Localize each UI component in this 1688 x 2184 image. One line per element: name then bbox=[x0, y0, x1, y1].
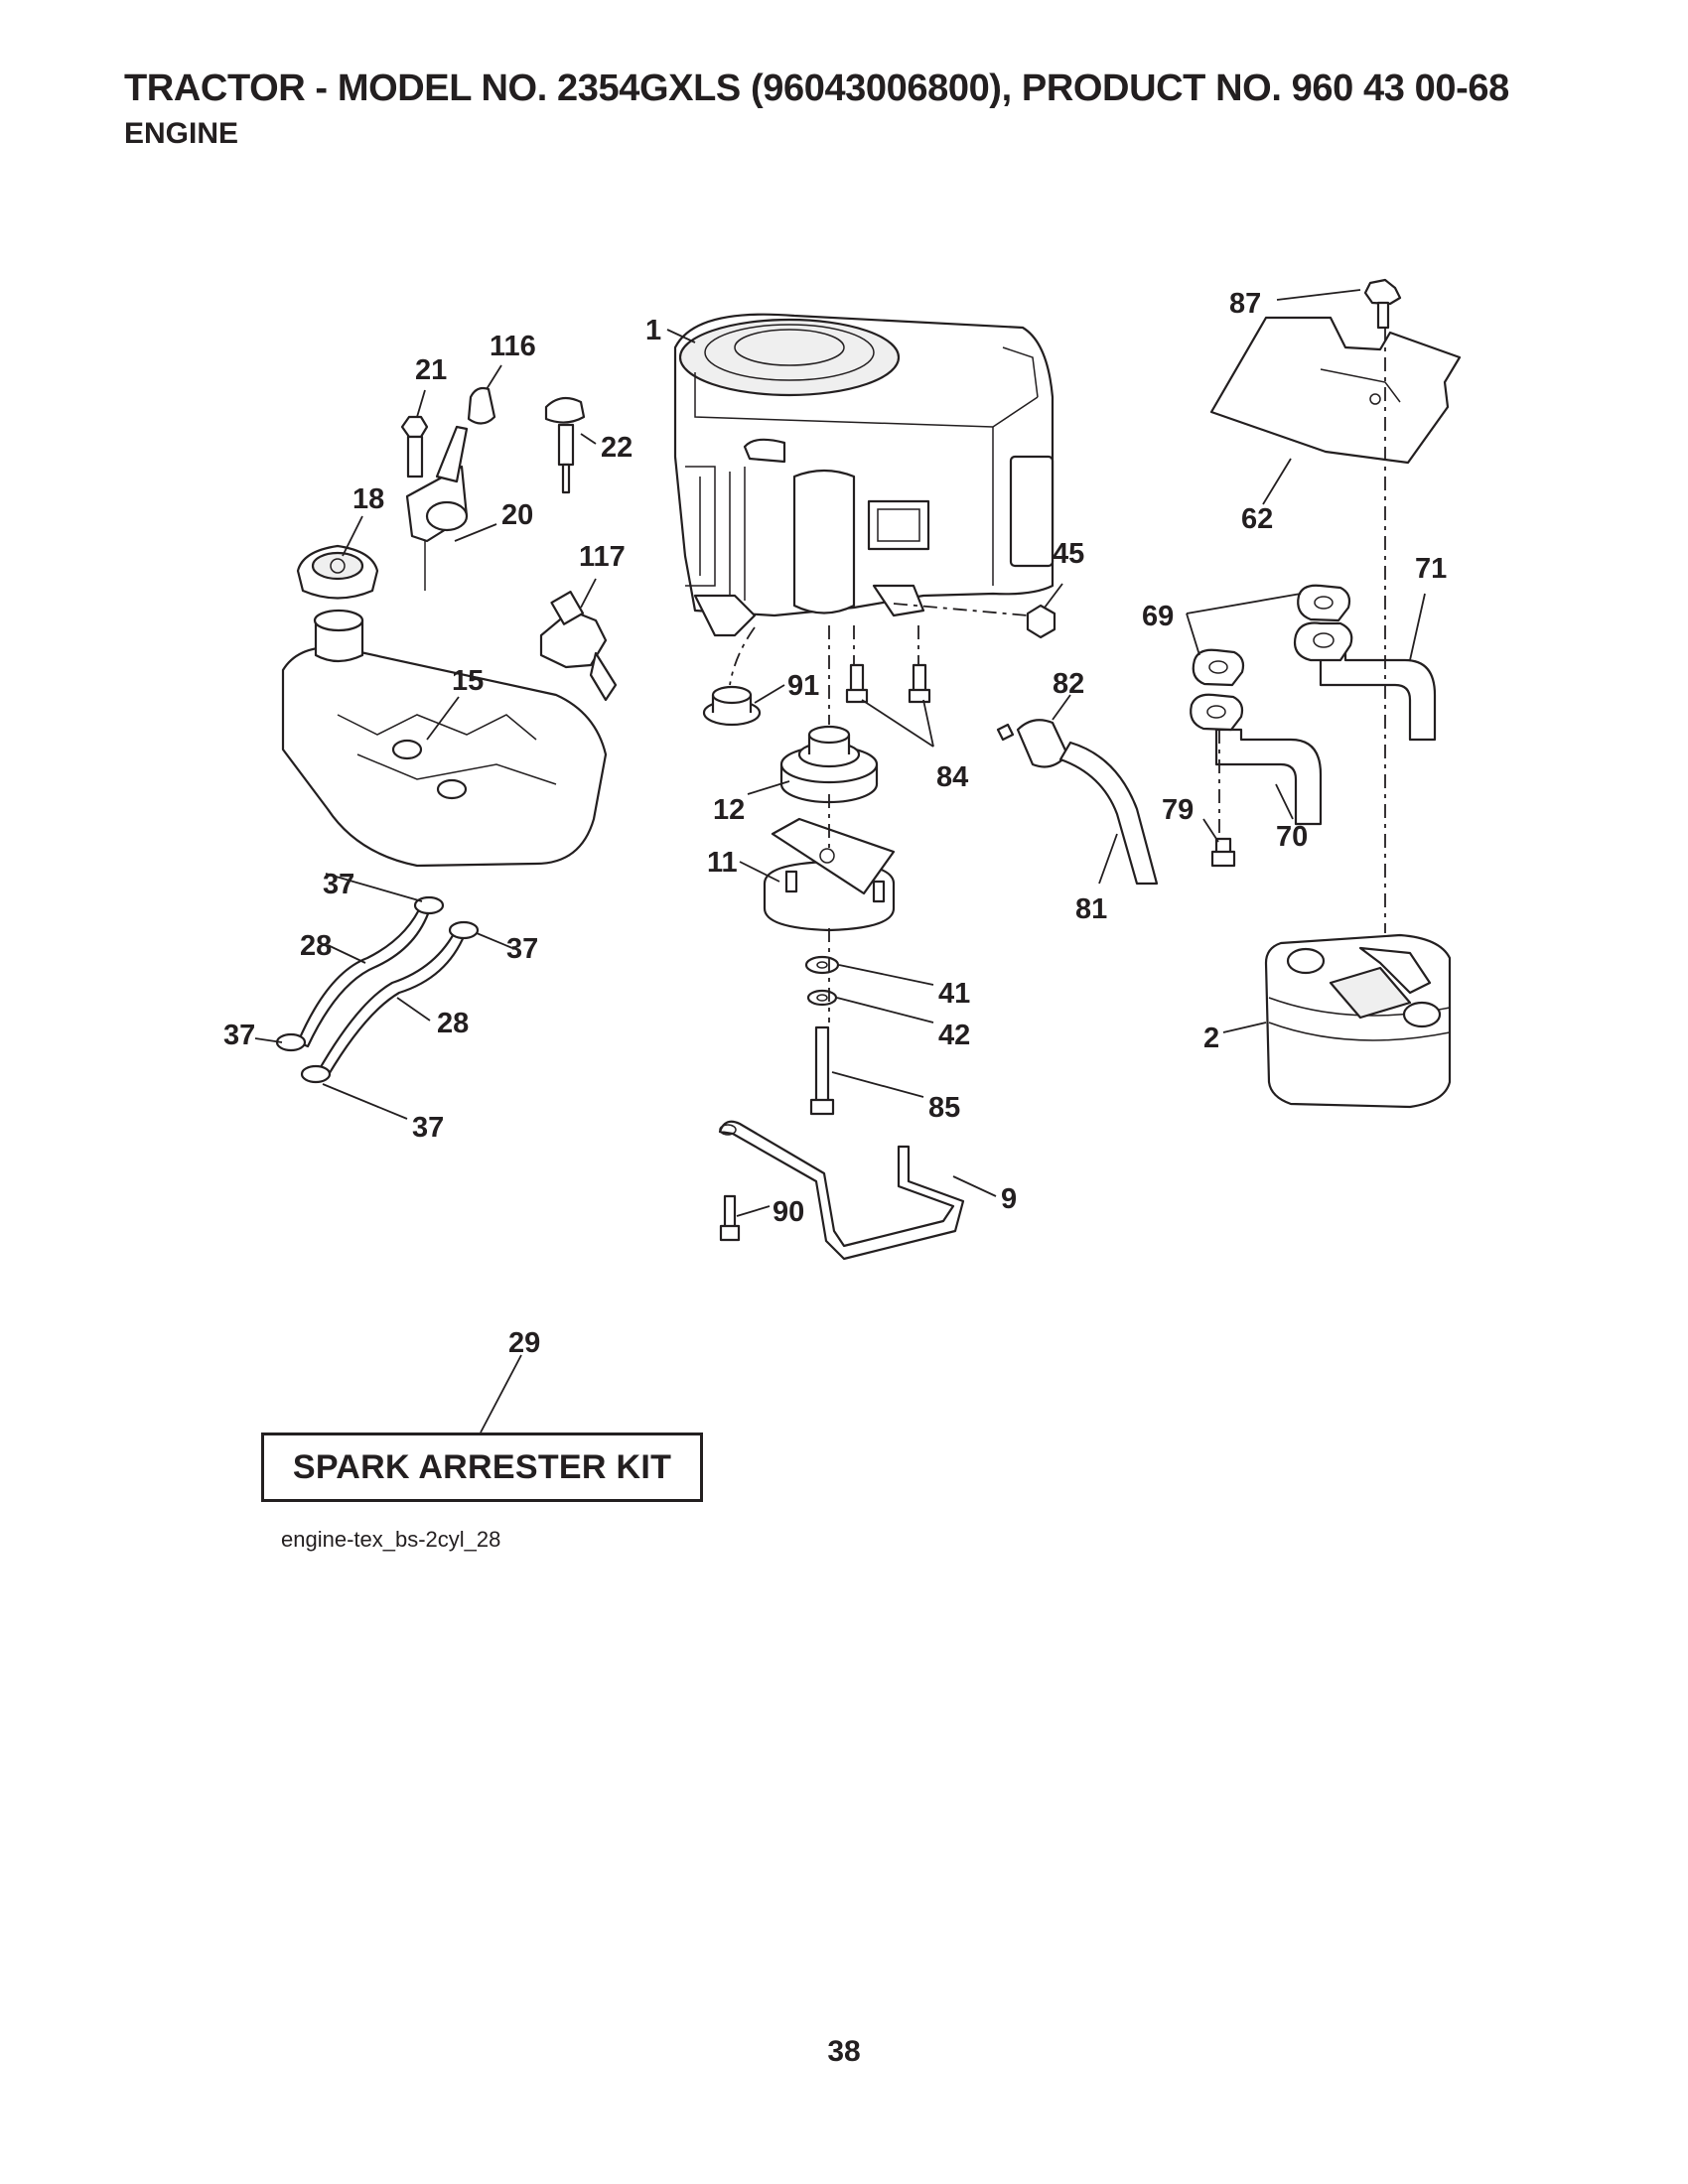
pulley bbox=[779, 725, 879, 804]
callout-29: 29 bbox=[508, 1327, 540, 1359]
bolts-84 bbox=[845, 663, 931, 704]
spacer bbox=[702, 685, 762, 727]
callout-18: 18 bbox=[352, 483, 384, 515]
exhaust-pipes bbox=[1190, 584, 1437, 868]
callout-22: 22 bbox=[601, 432, 633, 464]
callout-21: 21 bbox=[415, 354, 447, 386]
throttle-control bbox=[400, 386, 496, 591]
callout-28-right: 28 bbox=[437, 1008, 469, 1039]
electric-clutch bbox=[763, 817, 896, 932]
callout-79: 79 bbox=[1162, 794, 1194, 826]
callout-91: 91 bbox=[787, 670, 819, 702]
callout-15: 15 bbox=[452, 665, 484, 697]
nut bbox=[1026, 604, 1056, 639]
spark-arrester-kit-label: SPARK ARRESTER KIT bbox=[292, 1447, 672, 1486]
callout-71: 71 bbox=[1415, 553, 1447, 585]
callout-41: 41 bbox=[938, 978, 970, 1010]
callout-37-left: 37 bbox=[223, 1020, 255, 1051]
fuel-hose bbox=[1058, 741, 1159, 886]
callout-116: 116 bbox=[490, 331, 536, 362]
page-number: 38 bbox=[827, 2035, 861, 2068]
clutch-bracket bbox=[718, 1120, 965, 1261]
fuel-tank bbox=[281, 544, 608, 868]
washers bbox=[804, 955, 840, 1007]
leader-lines bbox=[254, 289, 1426, 1433]
fuel-shutoff-valve bbox=[539, 591, 618, 702]
bracket-bolt bbox=[719, 1194, 741, 1242]
callout-42: 42 bbox=[938, 1020, 970, 1051]
page-title: TRACTOR - MODEL NO. 2354GXLS (9604300680… bbox=[124, 68, 1509, 109]
callout-82: 82 bbox=[1053, 668, 1084, 700]
callout-70: 70 bbox=[1276, 821, 1308, 853]
callout-37-top: 37 bbox=[323, 869, 354, 900]
callout-62: 62 bbox=[1241, 503, 1273, 535]
diagram-code: engine-tex_bs-2cyl_28 bbox=[281, 1527, 501, 1552]
callout-9: 9 bbox=[1001, 1183, 1017, 1215]
spark-arrester-kit-box: SPARK ARRESTER KIT bbox=[261, 1433, 703, 1502]
callout-85: 85 bbox=[928, 1092, 960, 1124]
callout-90: 90 bbox=[773, 1196, 804, 1228]
dipstick bbox=[544, 396, 586, 494]
callout-87: 87 bbox=[1229, 288, 1261, 320]
callout-81: 81 bbox=[1075, 893, 1107, 925]
callout-117: 117 bbox=[579, 541, 626, 573]
fuel-filter bbox=[996, 719, 1069, 768]
callout-28-left: 28 bbox=[300, 930, 332, 962]
clutch-bolt bbox=[809, 1025, 835, 1116]
assembly-lines bbox=[729, 328, 1386, 1023]
fuel-lines bbox=[275, 895, 480, 1084]
callout-labels: 1 87 62 45 71 69 70 79 2 82 81 84 91 12 … bbox=[223, 288, 1447, 1359]
muffler-guard-plate bbox=[1209, 278, 1462, 465]
callout-37-bottom: 37 bbox=[412, 1112, 444, 1144]
callout-84: 84 bbox=[936, 761, 968, 793]
callout-45: 45 bbox=[1053, 538, 1084, 570]
callout-2: 2 bbox=[1203, 1023, 1219, 1054]
callout-1: 1 bbox=[645, 315, 661, 346]
callout-20: 20 bbox=[501, 499, 533, 531]
callout-12: 12 bbox=[713, 794, 745, 826]
muffler bbox=[1264, 933, 1452, 1109]
engine-assembly bbox=[673, 313, 1055, 637]
callout-37-right: 37 bbox=[506, 933, 538, 965]
callout-11: 11 bbox=[707, 847, 738, 879]
section-subtitle: ENGINE bbox=[124, 117, 239, 150]
callout-69: 69 bbox=[1142, 601, 1174, 632]
